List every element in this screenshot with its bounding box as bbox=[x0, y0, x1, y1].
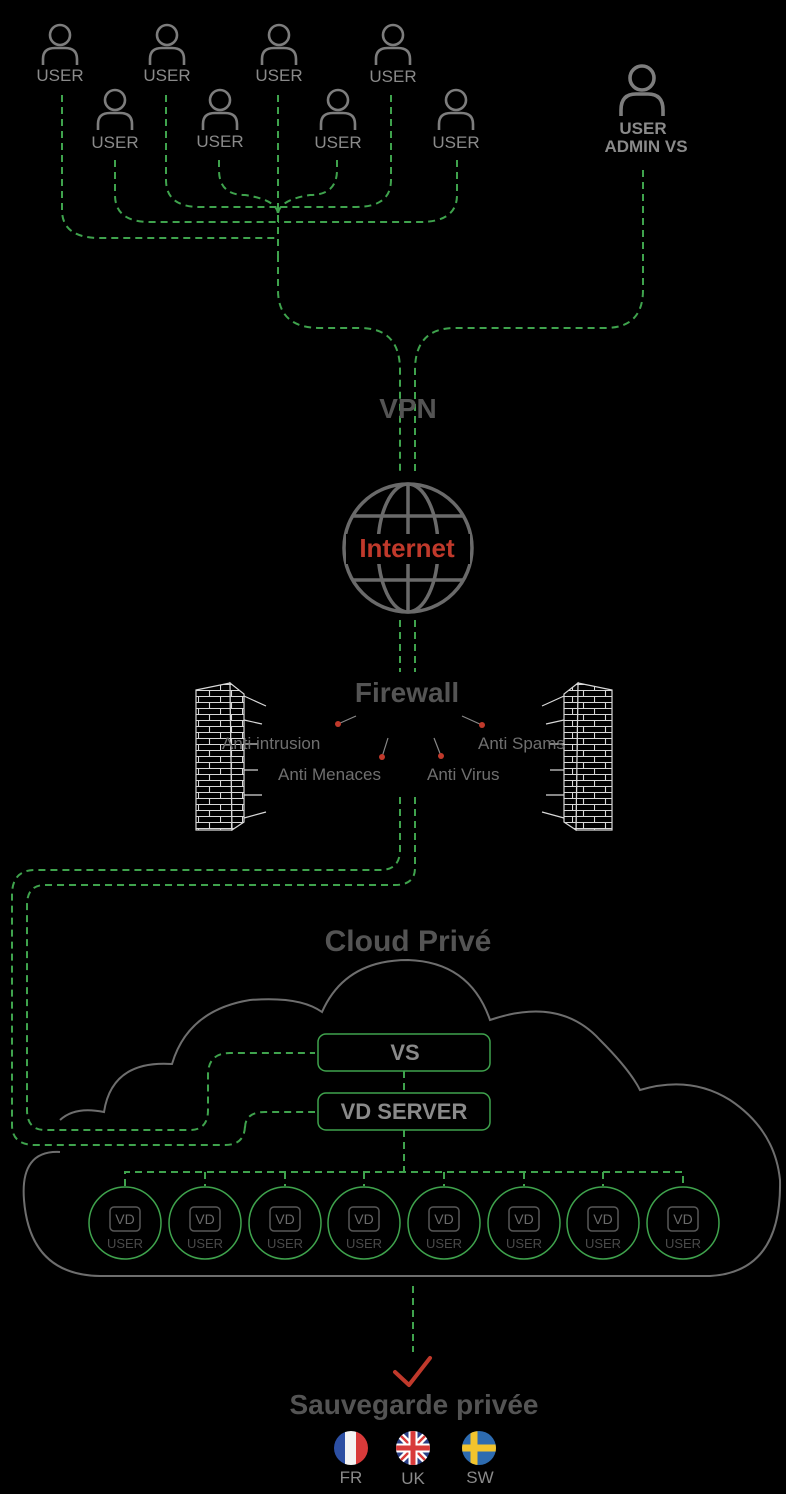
user-icon bbox=[260, 23, 298, 65]
vd-label: VD bbox=[434, 1211, 453, 1227]
internet-firewall-links bbox=[399, 620, 416, 680]
monitor-icon bbox=[587, 1206, 619, 1232]
user-label: USER bbox=[432, 133, 479, 152]
monitor-icon bbox=[189, 1206, 221, 1232]
vd-node[interactable]: VD USER bbox=[168, 1186, 242, 1260]
user-icon bbox=[96, 88, 134, 130]
feature-marker-dot bbox=[379, 754, 385, 760]
vd-server-box[interactable]: VD SERVER bbox=[317, 1092, 491, 1131]
vd-user-label: USER bbox=[665, 1236, 701, 1251]
monitor-icon bbox=[508, 1206, 540, 1232]
user-icon bbox=[319, 88, 357, 130]
user-label: USER bbox=[143, 66, 190, 85]
vd-user-label: USER bbox=[506, 1236, 542, 1251]
vd-user-label: USER bbox=[426, 1236, 462, 1251]
admin-user: USER ADMIN VS bbox=[604, 64, 688, 156]
internet-node: Internet bbox=[342, 482, 474, 614]
monitor-icon bbox=[269, 1206, 301, 1232]
user-icon bbox=[201, 88, 239, 130]
vd-label: VD bbox=[673, 1211, 692, 1227]
user-label: USER bbox=[36, 66, 83, 85]
user-node: USER bbox=[255, 23, 303, 85]
feature-anti-intrusion: Anti intrusion bbox=[222, 734, 320, 753]
user-icon bbox=[374, 23, 412, 65]
france-flag-icon bbox=[334, 1431, 368, 1465]
vd-node[interactable]: VD USER bbox=[248, 1186, 322, 1260]
vd-node[interactable]: VD USER bbox=[407, 1186, 481, 1260]
vd-node[interactable]: VD USER bbox=[487, 1186, 561, 1260]
firewall-right-wall-icon bbox=[541, 681, 613, 832]
firewall-title: Firewall bbox=[355, 677, 459, 708]
vs-label: VS bbox=[390, 1040, 419, 1065]
user-icon bbox=[41, 23, 79, 65]
server-links bbox=[124, 1071, 684, 1352]
backup-section: Sauvegarde privée FR UK bbox=[289, 1356, 539, 1488]
firewall-section: Firewall Anti intrusion Anti Menaces Ant… bbox=[195, 672, 613, 832]
feature-anti-menaces: Anti Menaces bbox=[278, 765, 381, 784]
vd-label: VD bbox=[593, 1211, 612, 1227]
uk-flag-icon bbox=[396, 1431, 430, 1465]
sweden-flag-icon bbox=[462, 1431, 496, 1465]
location-label-fr: FR bbox=[340, 1468, 363, 1487]
user-node: USER bbox=[196, 88, 244, 151]
user-node: USER bbox=[143, 23, 191, 85]
admin-label-role: ADMIN VS bbox=[604, 137, 687, 156]
user-node: USER bbox=[314, 88, 362, 152]
vd-node[interactable]: VD USER bbox=[327, 1186, 401, 1260]
vpn-label: VPN bbox=[379, 393, 437, 424]
monitor-icon bbox=[428, 1206, 460, 1232]
user-node: USER bbox=[369, 23, 417, 86]
backup-title: Sauvegarde privée bbox=[289, 1389, 538, 1420]
firewall-cloud-links bbox=[11, 797, 416, 1146]
cloud-shape bbox=[22, 958, 782, 1277]
user-node: USER bbox=[36, 23, 84, 85]
feature-anti-spams: Anti Spams bbox=[478, 734, 565, 753]
feature-marker-dot bbox=[438, 753, 444, 759]
vd-label: VD bbox=[354, 1211, 373, 1227]
user-icon bbox=[148, 23, 186, 65]
vd-user-label: USER bbox=[585, 1236, 621, 1251]
feature-marker-dot bbox=[479, 722, 485, 728]
vd-label: VD bbox=[275, 1211, 294, 1227]
admin-user-icon bbox=[619, 64, 665, 116]
feature-marker-dot bbox=[335, 721, 341, 727]
user-node: USER bbox=[432, 88, 480, 152]
vd-user-label: USER bbox=[267, 1236, 303, 1251]
monitor-icon bbox=[667, 1206, 699, 1232]
user-label: USER bbox=[91, 133, 138, 152]
vd-node-row: VD USER VD USER VD USER VD USER VD USER VD USER VD US… bbox=[88, 1186, 720, 1260]
user-node: USER bbox=[91, 88, 139, 152]
internet-label: Internet bbox=[359, 533, 455, 563]
vd-server-label: VD SERVER bbox=[341, 1099, 468, 1124]
vs-box[interactable]: VS bbox=[317, 1033, 491, 1072]
vd-node[interactable]: VD USER bbox=[88, 1186, 162, 1260]
cloud-title: Cloud Privé bbox=[325, 925, 492, 958]
vd-node[interactable]: VD USER bbox=[646, 1186, 720, 1260]
user-label: USER bbox=[369, 67, 416, 86]
vd-label: VD bbox=[514, 1211, 533, 1227]
monitor-icon bbox=[109, 1206, 141, 1232]
vd-user-label: USER bbox=[346, 1236, 382, 1251]
vd-user-label: USER bbox=[107, 1236, 143, 1251]
vd-label: VD bbox=[115, 1211, 134, 1227]
location-label-uk: UK bbox=[401, 1469, 425, 1488]
admin-label-user: USER bbox=[619, 119, 666, 138]
monitor-icon bbox=[348, 1206, 380, 1232]
user-label: USER bbox=[196, 132, 243, 151]
user-links bbox=[61, 95, 644, 475]
vd-user-label: USER bbox=[187, 1236, 223, 1251]
user-icon bbox=[437, 88, 475, 130]
user-label: USER bbox=[314, 133, 361, 152]
vd-label: VD bbox=[195, 1211, 214, 1227]
firewall-left-wall-icon bbox=[195, 681, 267, 832]
user-group: USER USER USER USER USER USER USER USER bbox=[36, 23, 480, 152]
vd-node[interactable]: VD USER bbox=[566, 1186, 640, 1260]
location-label-sw: SW bbox=[466, 1468, 493, 1487]
feature-anti-virus: Anti Virus bbox=[427, 765, 499, 784]
checkmark-icon bbox=[393, 1356, 432, 1387]
user-label: USER bbox=[255, 66, 302, 85]
